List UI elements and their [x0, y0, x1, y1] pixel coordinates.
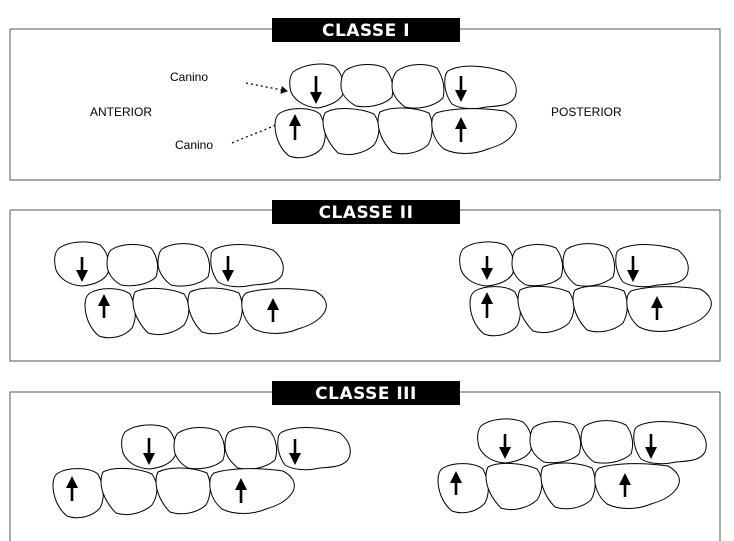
panel-title: CLASSE I: [322, 21, 410, 41]
lower-molar-tooth: [209, 468, 295, 514]
lower-canine-tooth: [52, 468, 104, 519]
posterior-label: POSTERIOR: [551, 105, 622, 119]
upper-arch: [289, 63, 517, 110]
panel-frame-right: [460, 391, 721, 541]
up-arrow-icon: [651, 296, 663, 320]
canine-upper-label: Canino: [170, 70, 208, 84]
example-left: [52, 424, 351, 519]
panel-title-box: [272, 18, 460, 42]
down-arrow-icon: [481, 256, 493, 280]
panel-title-box: [272, 200, 460, 224]
lower-molar-tooth: [241, 288, 327, 334]
upper-molar-tooth: [210, 244, 284, 288]
upper-premolar-tooth: [529, 421, 582, 464]
canine-upper-pointer: [245, 82, 288, 94]
lower-canine-tooth: [274, 108, 326, 159]
example-right: [437, 418, 707, 514]
up-arrow-icon: [66, 476, 78, 501]
example-left: [54, 241, 327, 339]
panel-title: CLASSE II: [319, 203, 414, 223]
upper-molar-tooth: [444, 65, 517, 110]
lower-premolar-tooth: [377, 107, 433, 155]
down-arrow-icon: [310, 76, 322, 104]
upper-premolar-tooth: [157, 243, 211, 287]
lower-molar-tooth: [594, 463, 680, 509]
lower-premolar-tooth: [485, 462, 543, 511]
down-arrow-icon: [627, 256, 639, 282]
panel-classe-iii: CLASSE III: [9, 381, 721, 541]
up-arrow-icon: [235, 478, 247, 503]
canine-lower-label: Canino: [175, 138, 213, 152]
lower-premolar-tooth: [517, 285, 575, 334]
upper-premolar-tooth: [562, 243, 616, 287]
upper-premolar-tooth: [511, 244, 564, 287]
upper-premolar-tooth: [106, 244, 159, 287]
panel-title-box: [272, 381, 460, 405]
up-arrow-icon: [481, 292, 493, 318]
lower-premolar-tooth: [540, 462, 596, 510]
up-arrow-icon: [455, 117, 467, 142]
up-arrow-icon: [267, 298, 279, 322]
lower-molar-tooth: [626, 286, 712, 332]
upper-molar-tooth: [615, 244, 689, 288]
down-arrow-icon: [222, 256, 234, 282]
down-arrow-icon: [143, 438, 155, 465]
panel-title: CLASSE III: [315, 384, 417, 404]
canine-lower-pointer: [231, 121, 283, 144]
upper-premolar-tooth: [173, 427, 226, 470]
upper-premolar-tooth: [224, 426, 278, 470]
panel-frame-left: [9, 391, 272, 541]
up-arrow-icon: [450, 471, 462, 495]
upper-premolar-tooth: [391, 64, 445, 109]
up-arrow-icon: [289, 114, 301, 140]
anterior-label: ANTERIOR: [90, 105, 152, 119]
panel-frame: [9, 28, 721, 181]
down-arrow-icon: [645, 434, 657, 459]
lower-premolar-tooth: [100, 467, 158, 516]
down-arrow-icon: [499, 434, 511, 459]
panel-classe-i: CLASSE I ANTERIOR POSTERIOR Canino Canin…: [9, 18, 721, 181]
lower-premolar-tooth: [132, 287, 190, 336]
down-arrow-icon: [76, 257, 88, 282]
lower-arch: [274, 107, 517, 159]
up-arrow-icon: [619, 473, 631, 497]
panel-frame: [9, 209, 721, 362]
upper-molar-tooth: [633, 421, 707, 465]
lower-canine-tooth: [437, 463, 489, 514]
lower-premolar-tooth: [187, 287, 243, 335]
example-right: [459, 241, 712, 337]
down-arrow-icon: [455, 76, 467, 102]
upper-molar-tooth: [277, 427, 351, 471]
lower-premolar-tooth: [322, 108, 380, 156]
upper-premolar-tooth: [340, 64, 394, 108]
lower-molar-tooth: [431, 108, 517, 154]
panel-classe-ii: CLASSE II: [9, 200, 721, 362]
lower-premolar-tooth: [572, 285, 628, 333]
up-arrow-icon: [98, 294, 110, 318]
lower-premolar-tooth: [155, 467, 211, 515]
lower-canine-tooth: [469, 286, 521, 337]
down-arrow-icon: [289, 439, 301, 465]
lower-canine-tooth: [84, 288, 136, 339]
upper-premolar-tooth: [580, 420, 634, 464]
